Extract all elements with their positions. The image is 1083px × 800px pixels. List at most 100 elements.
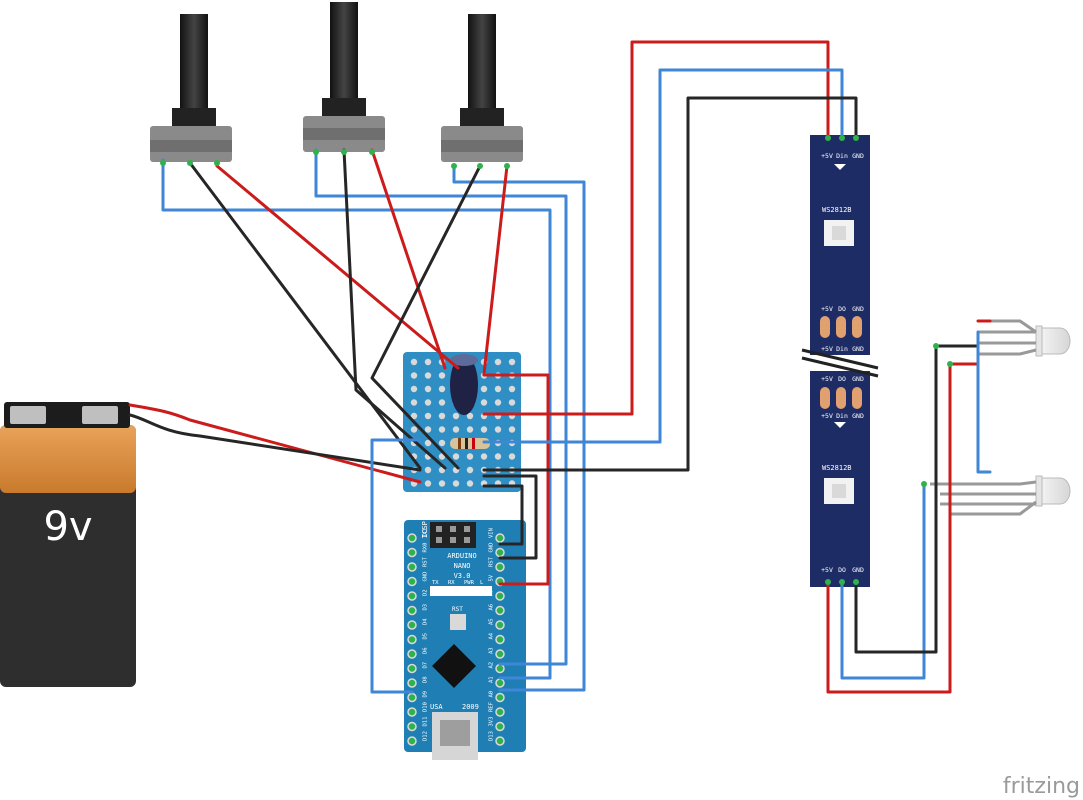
nano-pin-label: D5 <box>423 633 429 640</box>
nano-pin-right <box>495 547 505 558</box>
wire-pot1-vcc <box>215 164 460 370</box>
nano-pin-label: RX0 <box>423 543 429 553</box>
nano-pin-right <box>495 663 505 674</box>
icsp-pin <box>464 526 470 532</box>
perfboard-pad <box>424 439 432 447</box>
strip-chip-label-2: WS2812B <box>822 464 852 472</box>
icsp-pin <box>436 526 442 532</box>
perfboard-pad <box>452 426 460 433</box>
nano-pin-left <box>407 736 417 746</box>
wire-pot3-signal <box>370 164 482 470</box>
wire-pot3-gnd <box>452 164 586 692</box>
perfboard-pad <box>438 426 446 433</box>
nano-pin-label: 3V3 <box>489 717 495 727</box>
nano-pin-left <box>407 547 417 558</box>
nano-pin-label: D9 <box>423 691 429 698</box>
nano-pin-label: D10 <box>423 702 429 712</box>
nano-pin-label: GND <box>423 572 429 582</box>
rgb-led-2 <box>930 475 1071 516</box>
strip-pin-label: GND <box>852 152 864 160</box>
perfboard-pad <box>466 466 474 474</box>
nano-pin-right <box>495 707 505 717</box>
nano-pin-label: A1 <box>489 676 495 683</box>
pot-shaft <box>468 14 496 119</box>
perfboard-pad <box>466 412 474 420</box>
nano-pin-label: D6 <box>423 647 429 654</box>
nano-pin-right <box>495 678 505 688</box>
pot-nut <box>172 108 216 128</box>
nano-pin-left <box>407 721 417 732</box>
nano-model-line: V3.0 <box>454 572 471 580</box>
nano-pin-left <box>407 692 417 703</box>
perfboard-pad <box>410 426 418 433</box>
strip-pin-label: GND <box>852 375 864 383</box>
perfboard-pad <box>494 358 502 366</box>
perfboard-pad <box>494 399 502 406</box>
battery-terminal-positive <box>82 406 118 424</box>
perfboard-pad <box>438 439 446 447</box>
nano-pin-right <box>495 721 505 732</box>
nano-pin-left <box>407 620 417 630</box>
strip-pin-label: +5V <box>821 375 833 383</box>
nano-pin-label: REF <box>489 702 495 712</box>
nano-pcb <box>404 520 526 752</box>
status-leds <box>430 586 492 596</box>
perfboard-pad <box>508 426 516 433</box>
perfboard-pad <box>480 385 488 393</box>
nano-pin-left <box>407 707 417 717</box>
usa-label: USA <box>430 703 443 711</box>
nano-pin-label: D12 <box>423 731 429 741</box>
nano-pin-left <box>407 634 417 645</box>
perfboard-pad <box>410 412 418 420</box>
icsp-pin <box>436 537 442 543</box>
battery-label-band <box>0 425 136 493</box>
nano-pin-right <box>495 562 505 572</box>
nano-pin-left <box>407 533 417 543</box>
perfboard-pad <box>424 399 432 406</box>
strip-pin-label: Din <box>836 152 848 160</box>
wire-pot2-signal <box>342 148 447 470</box>
perfboard-pad <box>508 399 516 406</box>
nano-model-line: NANO <box>454 562 471 570</box>
nano-pin-left <box>407 591 417 601</box>
nano-pin-label: D2 <box>423 589 429 596</box>
wire-pot2-vcc <box>370 148 447 370</box>
wire-strip-din <box>482 68 844 444</box>
icsp-label: ICSP <box>421 521 429 538</box>
perfboard-pad <box>438 412 446 420</box>
perfboard-pad <box>508 385 516 393</box>
potentiometer-1 <box>150 14 232 162</box>
nano-pin-left <box>407 649 417 659</box>
nano-pin-label: VIN <box>489 528 495 538</box>
status-led-label: L <box>480 580 484 586</box>
strip-pin-label: GND <box>852 412 864 420</box>
wire-strip-out-gnd <box>854 344 980 654</box>
strip-pin-label: DO <box>838 375 846 383</box>
nano-pin-left <box>407 663 417 674</box>
nano-pin-right <box>495 692 505 703</box>
perfboard-pad <box>424 412 432 420</box>
wire-perf-data <box>370 438 422 694</box>
nano-pin-label: A3 <box>489 647 495 654</box>
icsp-header <box>430 522 476 548</box>
perfboard-pad <box>424 358 432 366</box>
strip-pin-label: +5V <box>821 152 833 160</box>
nano-pin-right <box>495 620 505 630</box>
strip-pin-label: DO <box>838 305 846 313</box>
icsp-pin <box>450 537 456 543</box>
wire-strip-5v <box>482 40 830 416</box>
wires <box>128 40 992 694</box>
strip-pin-label: +5V <box>821 566 833 574</box>
perfboard-pad <box>410 399 418 406</box>
nano-pin-label: D3 <box>423 604 429 611</box>
perfboard-pad <box>466 480 474 487</box>
perfboard-pad <box>452 480 460 487</box>
nano-pin-left <box>407 562 417 572</box>
perfboard-pad <box>466 426 474 433</box>
nano-pin-label: A2 <box>489 662 495 669</box>
nano-pin-left <box>407 605 417 616</box>
nano-pin-label: D11 <box>423 717 429 727</box>
nano-pin-right <box>495 736 505 746</box>
